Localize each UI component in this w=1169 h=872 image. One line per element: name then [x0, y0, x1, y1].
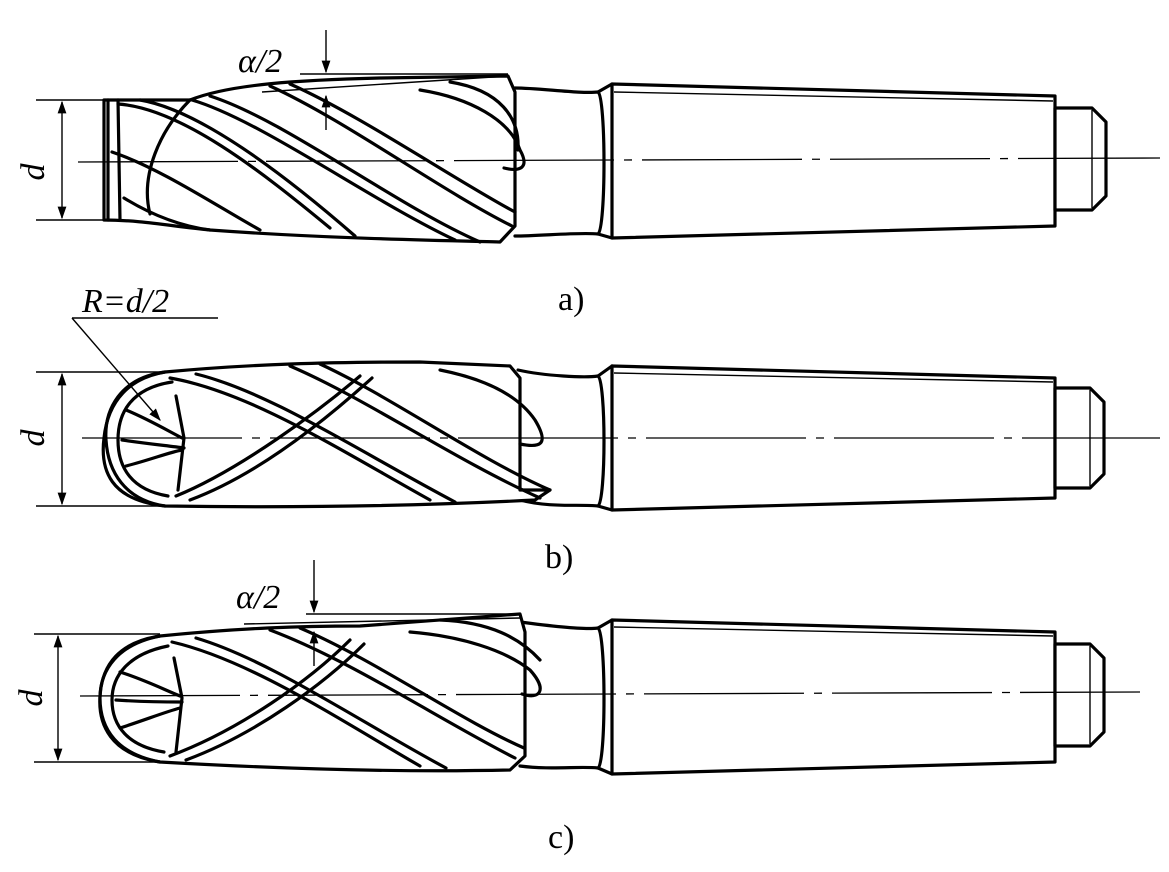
centerline-c	[79, 691, 1141, 697]
helix-flute-a1	[116, 102, 332, 230]
radius-label-b: R=d/2	[81, 283, 169, 320]
diameter-label-a: d	[15, 163, 52, 181]
helix-flute-c1	[170, 640, 422, 768]
angle-label-c: α/2	[236, 579, 280, 616]
caption-c: c)	[548, 819, 574, 856]
shank-b	[610, 364, 1057, 512]
centerline-a	[77, 157, 1161, 163]
caption-b: b)	[545, 539, 573, 576]
shank-a	[610, 82, 1057, 240]
tool-c	[34, 560, 1141, 776]
tang-c	[1053, 642, 1106, 748]
shank-c	[610, 618, 1057, 776]
angle-label-a: α/2	[238, 43, 282, 80]
diameter-label-c: d	[13, 689, 50, 707]
tool-b	[36, 317, 1160, 512]
caption-a: a)	[558, 281, 584, 318]
diameter-label-b: d	[15, 429, 52, 447]
tang-a	[1053, 106, 1108, 212]
tool-a	[36, 30, 1161, 244]
